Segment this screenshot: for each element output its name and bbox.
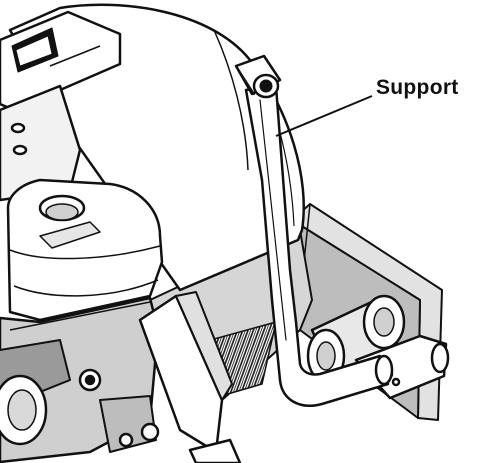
bottom-base	[188, 438, 242, 463]
engine-top-panel	[0, 10, 122, 202]
support-callout-label: Support	[376, 76, 459, 99]
fuel-tank	[6, 178, 164, 322]
engine-body	[0, 296, 160, 463]
mounting-bracket	[138, 291, 233, 454]
support-arm	[234, 54, 394, 407]
callout-leader-line	[275, 95, 373, 137]
